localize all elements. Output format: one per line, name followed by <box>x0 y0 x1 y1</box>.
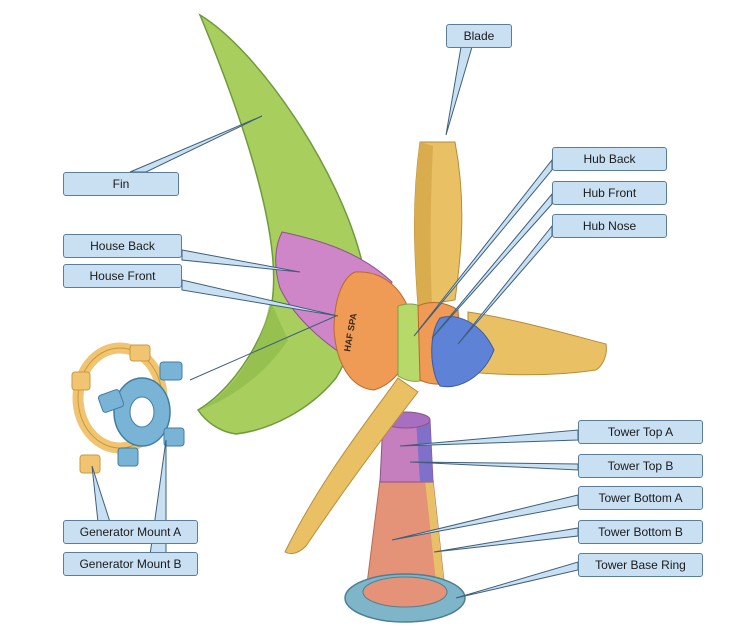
leader-blade <box>445 46 473 136</box>
callout-house-back: House Back <box>63 234 182 258</box>
tower-bottom-b-strip <box>425 480 446 600</box>
callout-house-back-text: House Back <box>90 239 155 253</box>
blade-right <box>467 311 607 376</box>
hub-nose-part <box>431 316 495 388</box>
leader-house-back <box>181 249 301 273</box>
generator-mount-b-part <box>97 361 185 467</box>
callout-generator-mount-b: Generator Mount B <box>63 552 198 576</box>
callout-tower-top-b-text: Tower Top B <box>607 459 674 473</box>
callout-fin-text: Fin <box>112 177 130 191</box>
callout-tower-bottom-a-text: Tower Bottom A <box>598 491 683 505</box>
tower-base-ring-inner <box>362 576 448 608</box>
leader-tower-top-b <box>409 461 579 471</box>
leader-house-front <box>181 279 339 317</box>
callout-hub-back-text: Hub Back <box>583 152 636 166</box>
fin-part <box>196 13 364 435</box>
callout-hub-nose: Hub Nose <box>552 214 667 238</box>
callout-house-front: House Front <box>63 264 182 288</box>
blade-lower <box>284 377 419 555</box>
leader-house-front-line <box>189 315 337 381</box>
callout-generator-mount-a-text: Generator Mount A <box>79 525 182 539</box>
callout-tower-top-b: Tower Top B <box>578 454 703 478</box>
leader-lines <box>91 46 579 599</box>
callout-tower-top-a-text: Tower Top A <box>607 425 674 439</box>
house-front-part <box>333 271 414 391</box>
callout-hub-front: Hub Front <box>552 181 667 205</box>
callout-house-front-text: House Front <box>89 269 156 283</box>
callout-fin: Fin <box>63 172 179 196</box>
callout-blade-text: Blade <box>463 29 495 43</box>
leader-generator-mount-a <box>91 465 111 523</box>
callout-generator-mount-b-text: Generator Mount B <box>79 557 182 571</box>
callout-tower-base-ring-text: Tower Base Ring <box>595 558 686 572</box>
callout-tower-bottom-b-text: Tower Bottom B <box>598 525 683 539</box>
leader-fin <box>129 115 263 173</box>
callout-generator-mount-a: Generator Mount A <box>63 520 198 544</box>
callout-tower-top-a: Tower Top A <box>578 420 703 444</box>
callout-hub-nose-text: Hub Nose <box>582 219 637 233</box>
callout-hub-front-text: Hub Front <box>582 186 637 200</box>
callout-tower-bottom-b: Tower Bottom B <box>578 520 703 544</box>
callout-tower-base-ring: Tower Base Ring <box>578 553 703 577</box>
callout-blade: Blade <box>446 24 512 48</box>
leader-tower-base-ring <box>455 561 579 599</box>
tower-top-b-part <box>416 420 433 482</box>
fin-shade <box>200 300 288 410</box>
callout-tower-bottom-a: Tower Bottom A <box>578 486 703 510</box>
blade-upper-shade <box>414 142 433 306</box>
leader-tower-bottom-b <box>433 527 579 553</box>
callout-hub-back: Hub Back <box>552 147 667 171</box>
